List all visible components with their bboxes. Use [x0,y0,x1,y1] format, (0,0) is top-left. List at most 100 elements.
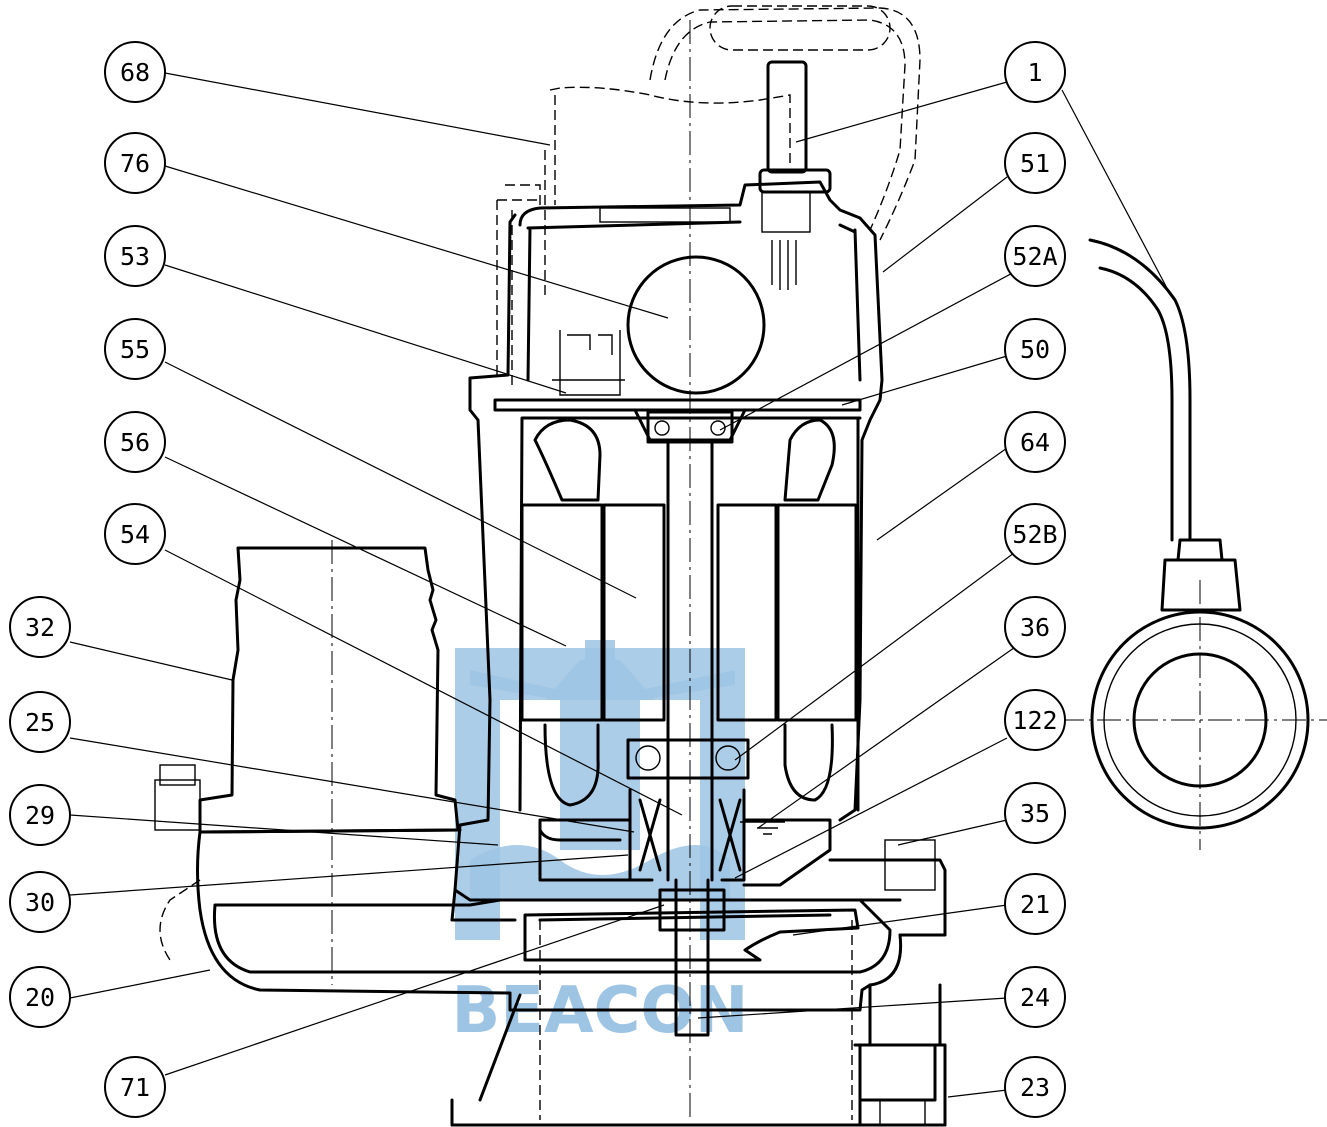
callout-53: 53 [104,225,166,287]
casing-bolt-left [154,779,201,831]
callout-circle [1004,503,1066,565]
callout-circle [1004,596,1066,658]
cable-gland-body [761,191,811,233]
callout-52b: 52B [1004,503,1066,565]
pump-outline [154,5,1327,1127]
callout-20: 20 [9,966,71,1028]
callout-label: 68 [120,58,150,87]
shaft [666,438,714,1037]
callout-36: 36 [1004,596,1066,658]
callout-circle [1004,689,1066,751]
stand-foot-right [858,1043,947,1127]
callout-circle [1004,1056,1066,1118]
callout-24: 24 [1004,966,1066,1028]
callout-circle [104,503,166,565]
callout-label: 56 [120,428,150,457]
callout-68: 68 [104,41,166,103]
callout-label: 1 [1027,58,1042,87]
stator-coil-right-bottom [783,723,834,802]
oil-level-mark [740,821,785,835]
callout-circle [9,691,71,753]
stator-core-right [776,503,858,722]
callout-label: 50 [1020,335,1050,364]
callout-circle [104,411,166,473]
callout-label: 20 [25,983,55,1012]
stator-coil-right-top [783,418,836,502]
callout-label: 71 [120,1073,150,1102]
callout-label: 29 [25,801,55,830]
float-switch-neck [1160,538,1242,612]
stator-core-right-inner [716,503,778,722]
handle-outline [544,7,921,300]
callout-label: 76 [120,149,150,178]
callout-label: 51 [1020,149,1050,178]
handle-grip [709,5,891,51]
callout-label: 24 [1020,983,1050,1012]
callout-circle [9,784,71,846]
pump-casing [196,828,947,1012]
callout-circle [9,596,71,658]
stator-core-left-inner [602,503,666,722]
callout-50: 50 [1004,318,1066,380]
callout-label: 23 [1020,1073,1050,1102]
callout-29: 29 [9,784,71,846]
impeller [523,908,860,962]
callout-label: 53 [120,242,150,271]
callout-label: 36 [1020,613,1050,642]
callout-circle [1004,41,1066,103]
callout-label: 55 [120,335,150,364]
callout-55: 55 [104,318,166,380]
callout-30: 30 [9,871,71,933]
callout-64: 64 [1004,411,1066,473]
motor-frame-outer [450,180,884,922]
callout-1: 1 [1004,41,1066,103]
beacon-watermark-logo: BEACON [452,640,748,1048]
oil-chamber [538,818,832,887]
callout-label: 25 [25,708,55,737]
terminal-block [552,330,625,396]
callout-circle [1004,225,1066,287]
lower-bearing [626,738,750,780]
callout-25: 25 [9,691,71,753]
callout-circle [104,1056,166,1118]
callout-32: 32 [9,596,71,658]
callout-label: 52A [1012,242,1057,271]
callout-circle [1004,411,1066,473]
cable-gland [766,60,808,174]
callout-label: 21 [1020,890,1050,919]
callout-circle [104,225,166,287]
casing-bolt-left-head [159,764,196,786]
callout-54: 54 [104,503,166,565]
shaft-nut [658,888,726,932]
handle-strap-left [496,184,541,390]
callout-23: 23 [1004,1056,1066,1118]
callout-circle [1004,782,1066,844]
callout-circle [1004,966,1066,1028]
callout-label: 122 [1012,706,1057,735]
callout-21: 21 [1004,873,1066,935]
callout-circle [104,318,166,380]
bearing-bracket [493,398,862,412]
callout-balloons: 68 76 53 55 56 54 32 25 29 30 20 71 1 51 52A 50 64 52B 36 1… [9,41,1066,1118]
stator-coil-left-top [533,418,602,502]
callout-label: 64 [1020,428,1050,457]
stator-coil-left-bottom [543,723,600,807]
callout-circle [1004,132,1066,194]
casing-inner [212,898,892,974]
discharge-outlet [198,546,460,834]
callout-122: 122 [1004,689,1066,751]
callout-circle [104,132,166,194]
callout-35: 35 [1004,782,1066,844]
capacitor [626,255,766,395]
stator-core-left [520,503,604,722]
callout-label: 32 [25,613,55,642]
callout-circle [1004,318,1066,380]
callout-71: 71 [104,1056,166,1118]
callout-circle [104,41,166,103]
leader-lines [69,72,1169,1098]
callout-label: 54 [120,520,150,549]
top-plate [599,207,731,223]
callout-circle [9,871,71,933]
casing-bolt-right [884,839,936,891]
